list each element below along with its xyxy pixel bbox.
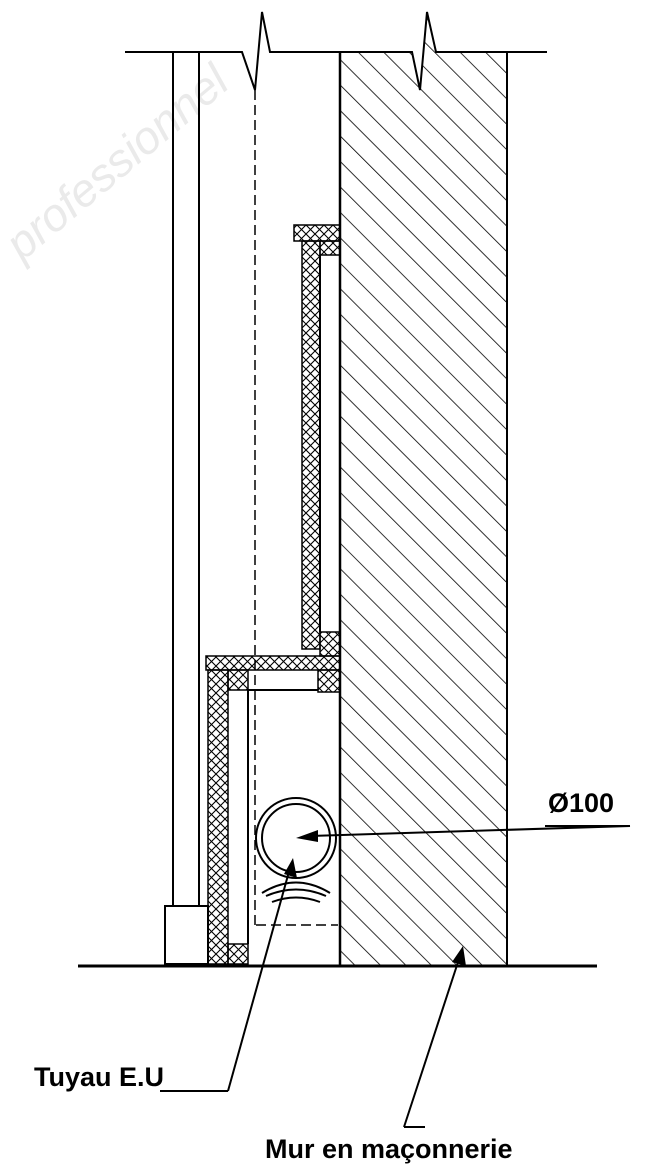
masonry-wall bbox=[338, 12, 508, 966]
pipe-saddle bbox=[256, 881, 338, 926]
watermark: professionnel bbox=[0, 53, 239, 271]
upper-timber-frame bbox=[293, 224, 341, 657]
wall-leader bbox=[403, 946, 466, 1128]
diameter-label: Ø100 bbox=[548, 788, 614, 818]
lower-timber-box bbox=[207, 669, 341, 965]
horizontal-board bbox=[205, 655, 341, 671]
diameter-leader bbox=[296, 825, 631, 842]
pipe-label: Tuyau E.U bbox=[34, 1062, 164, 1092]
wall-label: Mur en maçonnerie bbox=[265, 1134, 513, 1164]
pipe bbox=[255, 797, 337, 879]
pipe-leader bbox=[160, 858, 297, 1092]
base-block bbox=[164, 905, 209, 965]
